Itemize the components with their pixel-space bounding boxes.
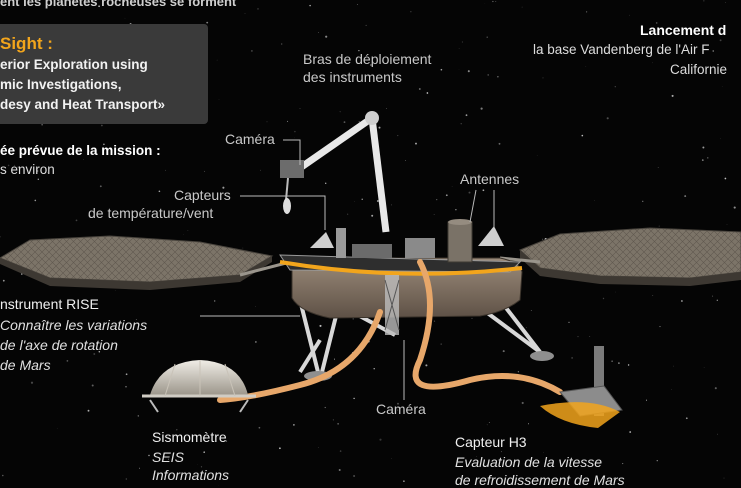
mission-line-3: desy and Heat Transport» — [0, 97, 165, 112]
rise-title: nstrument RISE — [0, 296, 99, 312]
camera-top-label: Caméra — [225, 131, 275, 147]
deck-instruments — [310, 219, 504, 262]
arm-label-line-2: des instruments — [303, 69, 402, 85]
rise-desc-line-1: Connaître les variations — [0, 317, 147, 333]
seis-title: Sismomètre — [152, 429, 227, 445]
mission-title: Sight : — [0, 34, 53, 54]
sensors-label-line-1: Capteurs — [174, 187, 231, 203]
mission-line-2: mic Investigations, — [0, 77, 122, 92]
mission-line-1: erior Exploration using — [0, 57, 148, 72]
h3-title: Capteur H3 — [455, 434, 527, 450]
rise-desc-line-3: de Mars — [0, 357, 51, 373]
antennas-label: Antennes — [460, 171, 519, 187]
rise-desc-line-2: de l'axe de rotation — [0, 337, 118, 353]
seis-seismometer — [142, 360, 256, 412]
arm-label-line-1: Bras de déploiement — [303, 51, 431, 67]
lander-body — [280, 255, 522, 335]
launch-line-1: la base Vandenberg de l'Air F — [533, 42, 709, 57]
duration-title: ée prévue de la mission : — [0, 143, 161, 158]
sensors-label-line-2: de température/vent — [88, 205, 213, 221]
duration-value: s environ — [0, 162, 55, 177]
left-solar-panel — [0, 236, 290, 290]
seis-desc-line-2: Informations — [152, 467, 229, 483]
seis-desc-line-1: SEIS — [152, 449, 184, 465]
robotic-arm — [280, 111, 386, 232]
launch-title: Lancement d — [640, 22, 726, 38]
launch-line-2: Californie — [670, 62, 727, 77]
h3-desc-line-1: Evaluation de la vitesse — [455, 454, 602, 470]
header-text: ent les planètes rocheuses se forment — [0, 0, 236, 9]
right-solar-panel — [500, 228, 741, 286]
camera-bottom-label: Caméra — [376, 401, 426, 417]
